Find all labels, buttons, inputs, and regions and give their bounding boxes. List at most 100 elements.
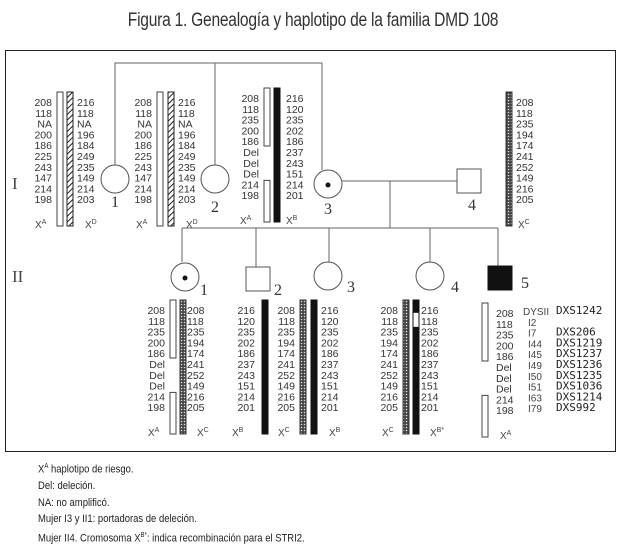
marker-short: I50 bbox=[528, 372, 542, 383]
id-label: 1 bbox=[200, 282, 208, 299]
allele-value: 225 bbox=[134, 151, 152, 163]
allele-value: 235 bbox=[187, 327, 205, 339]
marker-name: DXS992 bbox=[556, 401, 596, 414]
allele-value: 201 bbox=[321, 402, 339, 414]
allele-value: 235 bbox=[321, 327, 339, 339]
allele-value: 118 bbox=[77, 108, 94, 120]
id-label: 5 bbox=[521, 275, 529, 292]
haplotype-II1: 208118235200186DelDelDel2141982081182351… bbox=[147, 299, 209, 439]
allele-value: 208 bbox=[277, 305, 295, 317]
allele-value: 216 bbox=[187, 391, 205, 403]
allele-value: 205 bbox=[277, 402, 295, 414]
allele-value: 208 bbox=[134, 97, 152, 109]
allele-value: 147 bbox=[34, 173, 52, 185]
allele-value: Del bbox=[243, 169, 259, 181]
allele-value: 216 bbox=[178, 97, 196, 109]
allele-value: 174 bbox=[187, 348, 205, 360]
haplotype-label: XC bbox=[518, 219, 530, 231]
allele-value: NA bbox=[137, 119, 152, 131]
allele-value: 225 bbox=[34, 151, 52, 163]
individual-I3[interactable]: 3 bbox=[313, 169, 343, 218]
allele-value: Del bbox=[243, 158, 259, 170]
affected-male-symbol bbox=[487, 265, 513, 291]
footnotes: XA haplotipo de riesgo.Del: deleción.NA:… bbox=[38, 459, 305, 547]
chromosome-bar-left bbox=[263, 87, 271, 223]
female-symbol bbox=[313, 261, 343, 291]
haplotype-label: XA bbox=[35, 219, 47, 231]
allele-value: NA bbox=[178, 119, 193, 131]
haplotype-II4: 2081182351941742412521492162052161182352… bbox=[380, 299, 444, 439]
allele-value: 205 bbox=[516, 194, 534, 206]
allele-value: 203 bbox=[178, 194, 196, 206]
haplotype-label: XC bbox=[278, 427, 290, 439]
allele-value: Del bbox=[496, 373, 512, 385]
allele-value: 203 bbox=[77, 194, 95, 206]
individual-I4[interactable]: 4 bbox=[456, 168, 482, 214]
male-symbol bbox=[245, 266, 271, 292]
marker-legend: DYSIII2I7I44I45I49I50I51I63I79DXS1242DXS… bbox=[523, 304, 603, 415]
allele-value: 216 bbox=[286, 93, 304, 105]
allele-value: 208 bbox=[187, 305, 205, 317]
allele-value: 216 bbox=[516, 183, 534, 195]
allele-value: 235 bbox=[178, 162, 196, 174]
allele-value: 216 bbox=[321, 305, 339, 317]
individual-II2[interactable]: 2 bbox=[245, 266, 282, 299]
allele-value: 198 bbox=[241, 190, 259, 202]
line-I1-I3 bbox=[114, 62, 323, 170]
allele-value: 214 bbox=[421, 391, 439, 403]
marker-name: DXS1237 bbox=[556, 347, 602, 360]
marker-name: DXS1236 bbox=[556, 358, 602, 371]
marker-name: DXS206 bbox=[556, 326, 596, 339]
individual-II4[interactable]: 4 bbox=[415, 261, 459, 296]
allele-value: 241 bbox=[380, 359, 398, 371]
haplotype-label: XA bbox=[148, 427, 160, 439]
allele-value: 149 bbox=[277, 381, 295, 393]
generation-label-II: II bbox=[12, 267, 24, 286]
haplotype-label: XB* bbox=[430, 427, 444, 439]
allele-value: Del bbox=[149, 359, 165, 371]
id-label: 2 bbox=[274, 282, 282, 299]
allele-value: 237 bbox=[421, 359, 439, 371]
individual-II5[interactable]: 5 bbox=[487, 265, 529, 292]
allele-value: 208 bbox=[147, 305, 165, 317]
allele-value: 214 bbox=[286, 179, 304, 191]
allele-value: 200 bbox=[241, 125, 259, 137]
allele-value: 252 bbox=[187, 370, 205, 382]
haplotype-II3: 2081182351941742412521492162052161202352… bbox=[277, 299, 341, 439]
individual-II3[interactable]: 3 bbox=[313, 261, 355, 296]
individual-II1[interactable]: 1 bbox=[170, 262, 208, 299]
allele-value: 186 bbox=[286, 136, 304, 148]
marker-name: DXS1235 bbox=[556, 369, 602, 382]
figure-title: Figura 1. Genealogía y haplotipo de la f… bbox=[127, 10, 499, 31]
carrier-dot-icon bbox=[182, 275, 188, 281]
chromosome-bar-left bbox=[169, 299, 177, 435]
allele-value: 208 bbox=[380, 305, 398, 317]
allele-value: 252 bbox=[380, 370, 398, 382]
allele-value: 243 bbox=[134, 162, 152, 174]
allele-value: 214 bbox=[178, 183, 196, 195]
allele-value: 200 bbox=[496, 340, 514, 352]
allele-value: Del bbox=[149, 381, 165, 393]
chromosome-bar-left bbox=[402, 299, 410, 435]
allele-value: 243 bbox=[34, 162, 52, 174]
individual-I2[interactable]: 2 bbox=[200, 164, 230, 216]
allele-value: 237 bbox=[237, 359, 255, 371]
allele-value: 214 bbox=[241, 179, 259, 191]
marker-short: I7 bbox=[528, 329, 537, 340]
marker-short: I44 bbox=[528, 339, 542, 350]
pedigree-frame bbox=[5, 50, 616, 452]
allele-value: 241 bbox=[187, 359, 205, 371]
individual-I1[interactable]: 1 bbox=[100, 164, 130, 211]
allele-value: 237 bbox=[321, 359, 339, 371]
allele-value: 149 bbox=[516, 173, 534, 185]
allele-value: 214 bbox=[77, 183, 95, 195]
allele-value: 186 bbox=[34, 140, 52, 152]
marker-short: I2 bbox=[528, 318, 537, 329]
allele-value: 235 bbox=[147, 327, 165, 339]
